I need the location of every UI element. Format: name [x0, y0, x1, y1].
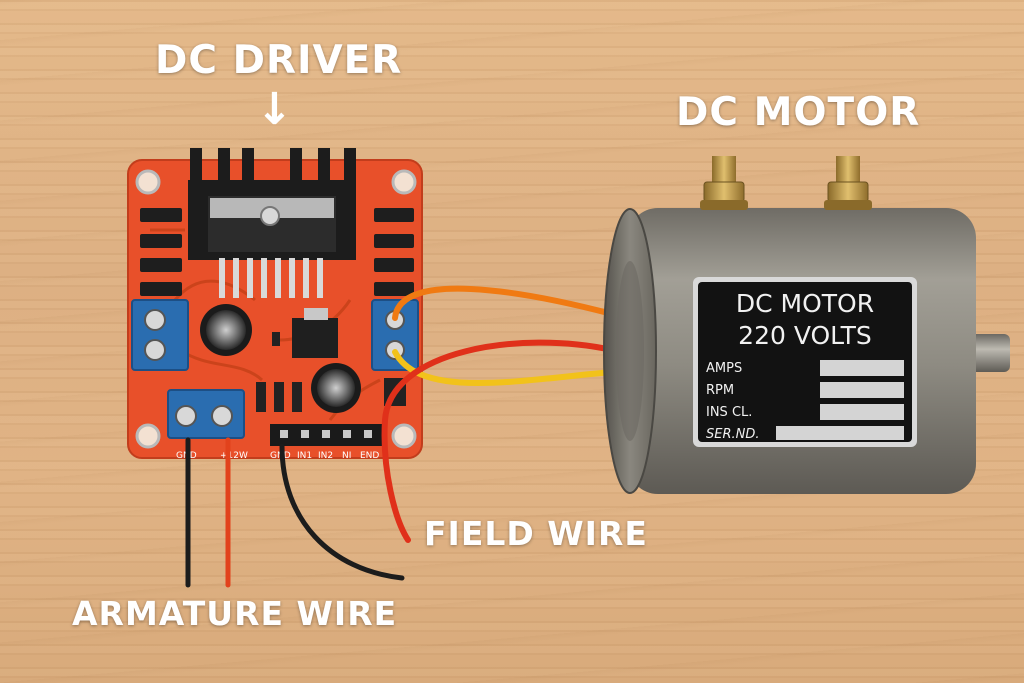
pin-label-in1: IN1	[297, 451, 312, 461]
pin-header	[270, 424, 382, 446]
terminal-block-power	[167, 389, 245, 439]
nameplate-voltage: 220 VOLTS	[738, 321, 872, 350]
nameplate-field-ins: INS CL.	[706, 405, 752, 420]
capacitor-large	[200, 304, 252, 356]
mount-hole-tr	[391, 169, 417, 195]
wires	[185, 285, 615, 588]
pin-label-in2: IN2	[318, 451, 333, 461]
capacitor-small	[311, 363, 361, 413]
mount-hole-bl	[135, 423, 161, 449]
mount-hole-tl	[135, 169, 161, 195]
signal-wire-black	[279, 443, 405, 581]
nameplate-field-rpm: RPM	[706, 383, 734, 398]
nameplate-title: DC MOTOR	[736, 289, 874, 318]
terminal-post-right	[824, 156, 872, 210]
dc-motor-label: DC MOTOR	[676, 90, 921, 135]
terminal-post-left	[700, 156, 748, 210]
terminal-block-left	[131, 299, 189, 371]
field-wire-red	[381, 339, 615, 543]
field-wire-orange	[392, 285, 615, 321]
field-wire-yellow	[392, 349, 615, 386]
power-label-12v: +12W	[220, 451, 248, 461]
heatsink	[188, 148, 356, 298]
diodes-right	[374, 208, 414, 296]
nameplate-field-ser: SER.ND.	[706, 427, 760, 442]
dc-motor: DC MOTOR 220 VOLTS AMPS RPM INS CL. SER.…	[603, 156, 1010, 494]
armature-wire-label: ARMATURE WIRE	[72, 594, 398, 633]
motor-nameplate: DC MOTOR 220 VOLTS AMPS RPM INS CL. SER.…	[693, 277, 917, 447]
voltage-regulator	[292, 308, 338, 358]
pin-label-end: END	[360, 451, 379, 461]
nameplate-field-amps: AMPS	[706, 361, 742, 376]
mount-hole-br	[391, 423, 417, 449]
dc-driver-board: GND +12W GND IN1 IN2 NI END	[127, 148, 423, 461]
pin-label-ni: NI	[342, 451, 351, 461]
dc-driver-label: DC DRIVER	[155, 38, 403, 83]
field-wire-label: FIELD WIRE	[424, 514, 648, 553]
diodes-left	[140, 208, 182, 296]
down-arrow-icon: ↓	[256, 84, 293, 135]
terminal-block-right	[371, 299, 419, 371]
